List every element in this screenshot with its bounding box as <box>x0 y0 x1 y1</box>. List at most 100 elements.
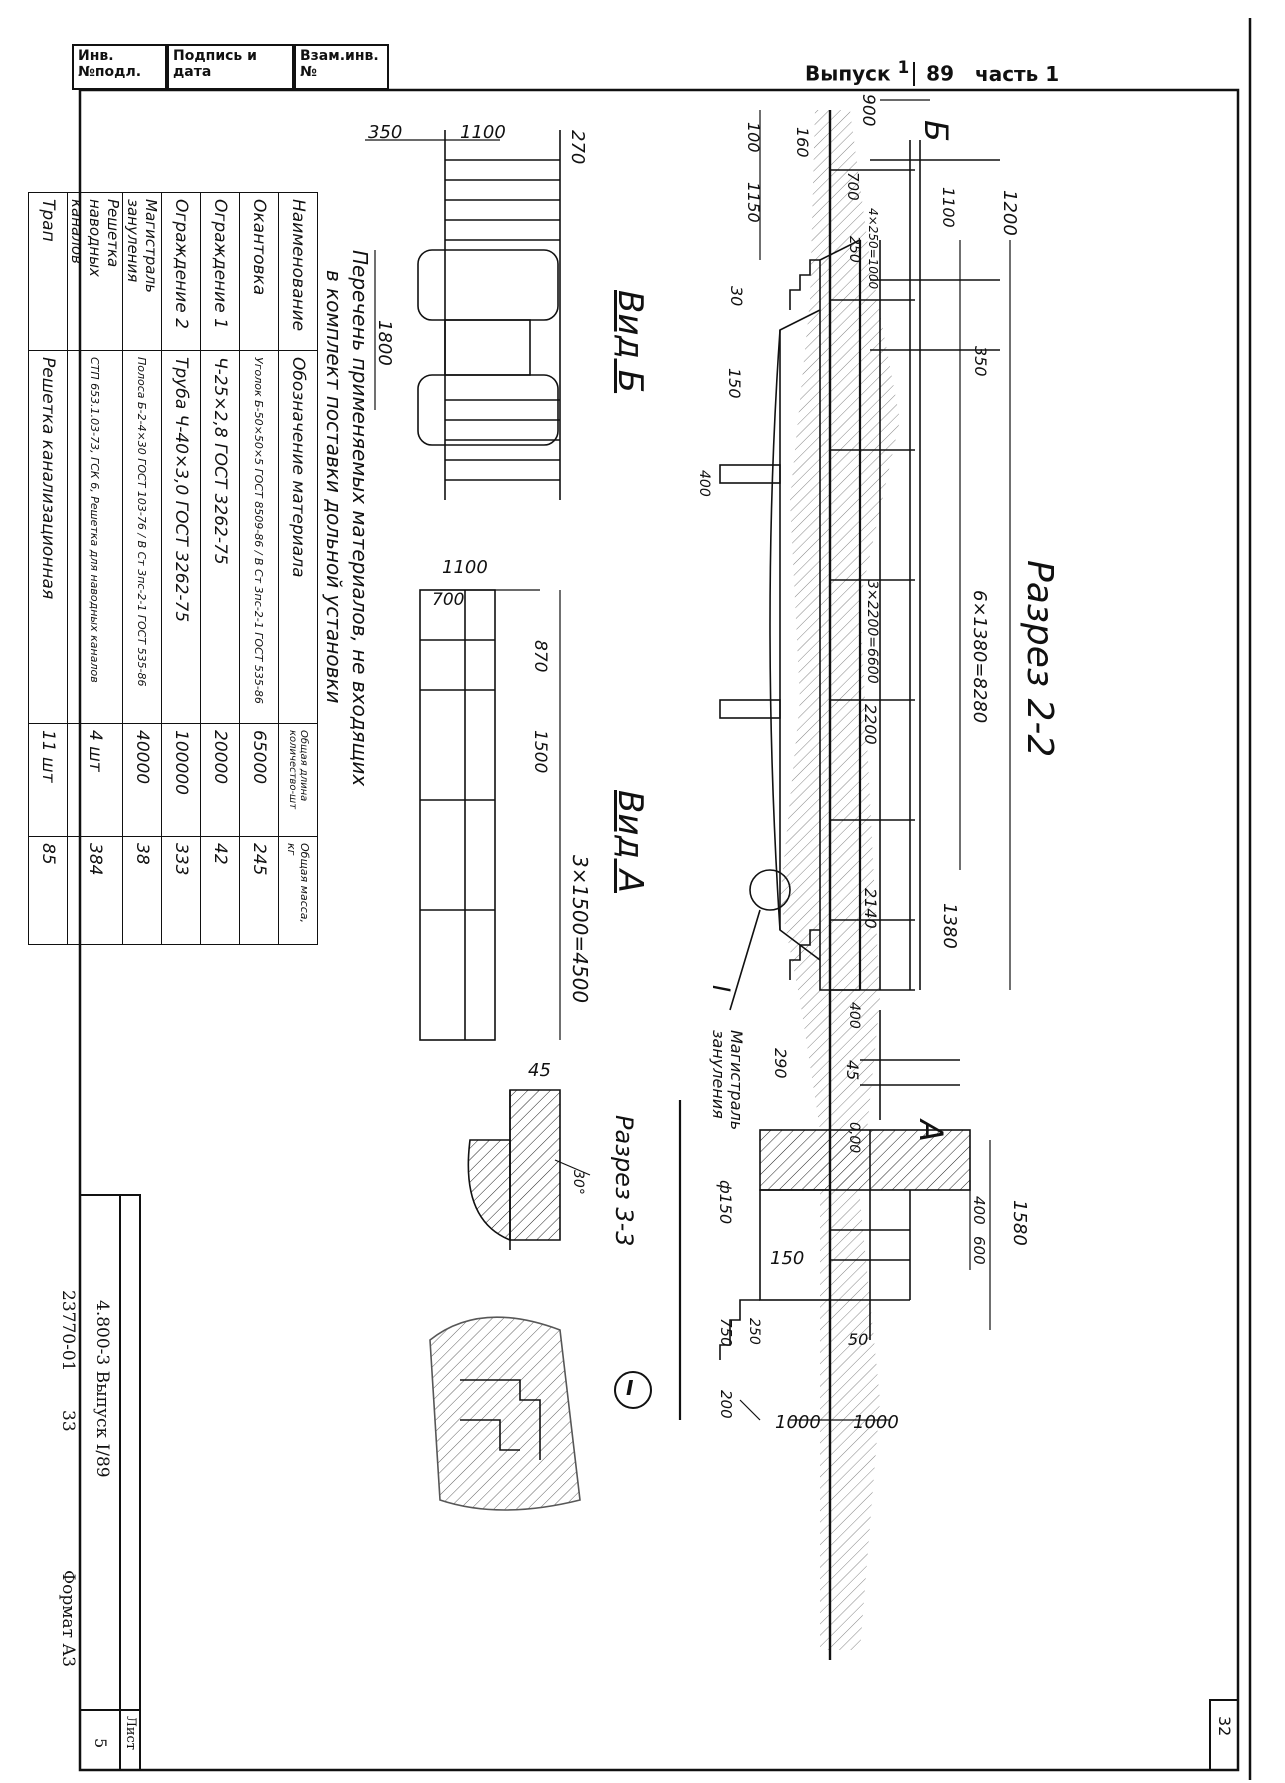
dim-1380: 1380 <box>939 903 960 949</box>
materials-table: Наименование Обозначение материала Общая… <box>28 192 318 945</box>
materials-table-wrap: Наименование Обозначение материала Общая… <box>28 192 318 945</box>
header-vypusk: Выпуск 1 89 часть 1 <box>805 58 1059 86</box>
section-mark-b: Б <box>917 120 955 142</box>
vb-dim-1100: 1100 <box>460 122 506 143</box>
vypusk-num: 1 <box>897 58 910 77</box>
dim-350: 350 <box>971 346 990 377</box>
dim-150: 150 <box>725 368 744 399</box>
dim-100: 100 <box>744 122 763 153</box>
table-cell: 100000 <box>161 723 201 837</box>
va-dim-3x1500: 3×1500=4500 <box>568 855 592 1004</box>
chast-label: часть 1 <box>974 61 1060 86</box>
table-cell: Труба Ч-40×3,0 ГОСТ 3262-75 <box>161 350 201 724</box>
title-block-format: Формат А3 <box>58 1570 78 1668</box>
sheet-number: 32 <box>1215 1716 1234 1737</box>
table-cell: 42 <box>200 836 240 945</box>
dim-50: 50 <box>848 1330 869 1349</box>
table-cell: 4 шт <box>67 723 123 837</box>
table-header-cell: Наименование <box>278 192 318 351</box>
section-3-3 <box>467 1089 591 1250</box>
table-row: Магистраль зануления Полоса Б-2-4×30 ГОС… <box>122 192 162 945</box>
node-1 <box>429 1316 652 1511</box>
table-cell: Уголок Б-50×50×5 ГОСТ 8509-86 / В Ст 3пс… <box>239 350 279 724</box>
dim-900: 900 <box>858 94 878 127</box>
dim-250b: 250 <box>746 1318 762 1345</box>
dim-1100: 1100 <box>939 187 958 228</box>
stamp-vzam: Взам.инв.№ <box>294 44 389 90</box>
table-header-cell: Общая масса, кг <box>278 836 318 945</box>
table-cell: 245 <box>239 836 279 945</box>
dim-250: 250 <box>846 236 862 263</box>
table-row: Решетка наводных каналов СТП 653.1.03-73… <box>67 192 123 945</box>
r33-dim-45: 45 <box>528 1060 551 1081</box>
stamp-podpis-label: Подпись и дата <box>173 48 257 80</box>
title-block <box>79 1194 141 1771</box>
va-dim-1100: 1100 <box>442 557 488 578</box>
dim-1000a: 1000 <box>775 1412 821 1433</box>
title-block-list-num: 5 <box>91 1738 110 1749</box>
stamp-inv-podl-label: Инв.№подл. <box>78 48 142 80</box>
dim-600: 600 <box>970 1236 988 1265</box>
dim-4x250: 4×250=1000 <box>866 208 880 290</box>
vb-dim-350: 350 <box>368 122 403 143</box>
dim-1150: 1150 <box>744 182 763 223</box>
dim-150b: 150 <box>770 1248 805 1269</box>
table-cell: Окантовка <box>239 192 279 351</box>
r33-dim-30: 30° <box>570 1170 586 1195</box>
dim-1000b: 1000 <box>853 1412 899 1433</box>
dim-2140: 2140 <box>861 888 880 929</box>
table-row: Ограждение 2 Труба Ч-40×3,0 ГОСТ 3262-75… <box>161 192 201 945</box>
dim-400c: 400 <box>970 1196 988 1225</box>
table-cell: 65000 <box>239 723 279 837</box>
title-block-inv: 23770-01 <box>58 1290 78 1372</box>
materials-caption-1: Перечень применяемых материалов, не вход… <box>348 250 372 787</box>
dim-000: 0,00 <box>846 1122 862 1154</box>
table-header-row: Наименование Обозначение материала Общая… <box>278 192 318 945</box>
stamp-vzam-label: Взам.инв.№ <box>300 48 379 80</box>
title-vid-a: Вид А <box>610 790 650 893</box>
dim-3x2200: 3×2200=6600 <box>864 580 880 684</box>
leader-node-1: I <box>707 985 735 993</box>
table-row: Окантовка Уголок Б-50×50×5 ГОСТ 8509-86 … <box>239 192 279 945</box>
va-dim-1500: 1500 <box>530 730 550 774</box>
dim-phi150: ф150 <box>716 1180 735 1225</box>
dim-1200: 1200 <box>999 190 1020 236</box>
view-b <box>365 130 561 500</box>
stamp-inv-podl: Инв.№подл. <box>72 44 167 90</box>
vb-dim-270: 270 <box>567 130 588 165</box>
table-cell: Решетка наводных каналов <box>67 192 123 351</box>
table-cell: Ограждение 2 <box>161 192 201 351</box>
table-cell: 40000 <box>122 723 162 837</box>
dim-6x1380: 6×1380=8280 <box>969 590 990 724</box>
dim-2200: 2200 <box>861 704 880 745</box>
section-mark-a: А <box>912 1120 950 1142</box>
table-cell: Магистраль зануления <box>122 192 162 351</box>
title-block-list-label: Лист <box>123 1716 138 1750</box>
table-cell: Трап <box>28 192 68 351</box>
table-cell: 333 <box>161 836 201 945</box>
sheet-frame <box>78 88 1240 1772</box>
sheet-number-box <box>1209 1699 1239 1771</box>
dim-290: 290 <box>771 1048 790 1079</box>
vypusk-year: 89 <box>926 61 954 86</box>
dim-30: 30 <box>727 286 746 307</box>
table-cell: Решетка канализационная <box>28 350 68 724</box>
dim-45: 45 <box>843 1060 862 1081</box>
table-cell: Ч-25×2,8 ГОСТ 3262-75 <box>200 350 240 724</box>
dim-750: 750 <box>717 1318 735 1347</box>
table-cell: 20000 <box>200 723 240 837</box>
vypusk-label: Выпуск <box>805 61 891 86</box>
va-dim-700: 700 <box>432 590 465 610</box>
stamp-podpis: Подпись и дата <box>167 44 294 90</box>
table-cell: 11 шт <box>28 723 68 837</box>
view-a <box>419 589 561 1041</box>
title-node-1: I <box>626 1376 634 1400</box>
title-razrez-2-2: Разрез 2-2 <box>1019 560 1060 758</box>
dim-160: 160 <box>793 127 812 158</box>
table-cell: 38 <box>122 836 162 945</box>
dim-400b: 400 <box>846 1002 862 1029</box>
title-vid-b: Вид Б <box>610 290 650 394</box>
section-2-2 <box>678 99 1011 1660</box>
table-cell: Ограждение 1 <box>200 192 240 351</box>
table-row: Ограждение 1 Ч-25×2,8 ГОСТ 3262-75 20000… <box>200 192 240 945</box>
